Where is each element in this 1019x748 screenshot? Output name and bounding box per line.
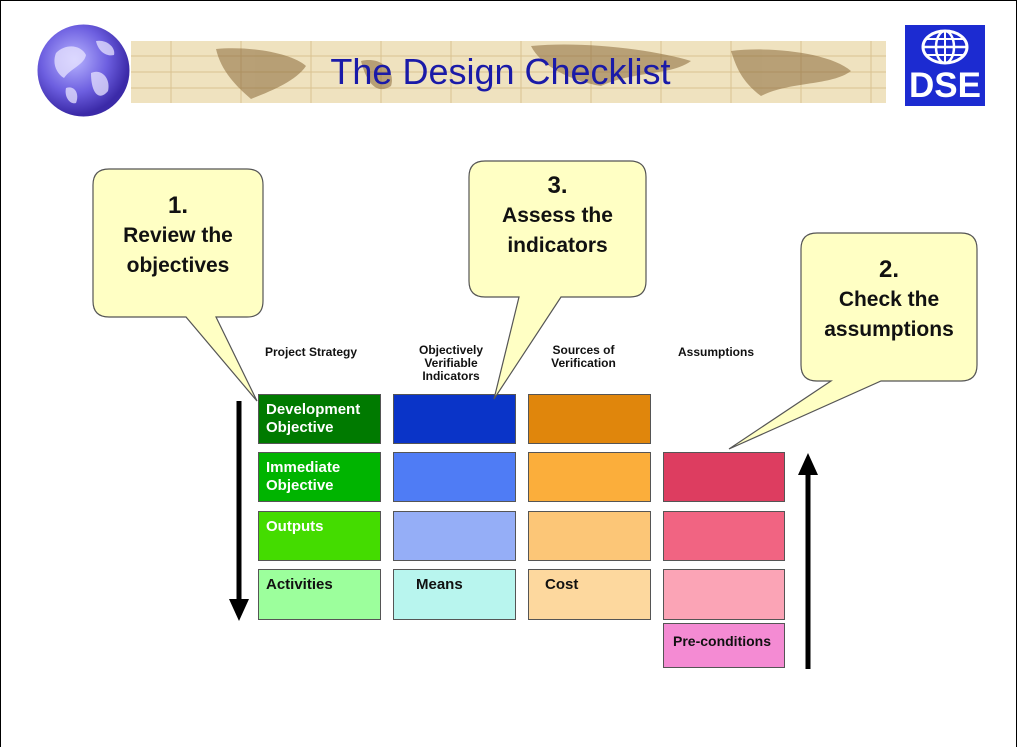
globe-icon [37,24,130,117]
cell-immediate-objective: Immediate Objective [258,452,381,502]
cell-assumptions-immediate [663,452,785,502]
callout-2: 2. Check the assumptions [801,255,977,345]
cell-sov-outputs [528,511,651,561]
logo-text: DSE [909,66,981,105]
header-banner [131,41,886,103]
callout-3-number: 3. [547,172,568,199]
up-arrow-icon [798,453,818,669]
cell-ovi-development [393,394,516,444]
cell-assumptions-outputs [663,511,785,561]
cell-assumptions-activities [663,569,785,620]
callout-2-text: Check the assumptions [824,288,954,341]
cell-outputs: Outputs [258,511,381,561]
callout-1-text: Review the objectives [123,224,233,277]
callout-3: 3. Assess the indicators [469,171,646,261]
cell-preconditions: Pre-conditions [663,623,785,668]
callout-3-text: Assess the indicators [502,204,613,257]
column-header-ovi: Objectively Verifiable Indicators [418,343,484,383]
callout-2-number: 2. [878,256,899,283]
down-arrow-icon [229,401,249,621]
cell-sov-immediate [528,452,651,502]
cell-cost: Cost [528,569,651,620]
cell-activities: Activities [258,569,381,620]
callout-1: 1. Review the objectives [93,191,263,281]
world-map-background [131,41,886,103]
cell-development-objective: Development Objective [258,394,381,444]
callout-1-number: 1. [167,192,188,219]
page-title: The Design Checklist [330,51,671,92]
column-header-project-strategy: Project Strategy [264,345,358,359]
cell-ovi-immediate [393,452,516,502]
cell-sov-development [528,394,651,444]
dse-logo: DSE [905,25,985,106]
cell-ovi-outputs [393,511,516,561]
column-header-sources: Sources of Verification [551,343,616,370]
cell-means: Means [393,569,516,620]
column-header-assumptions: Assumptions [677,345,754,359]
